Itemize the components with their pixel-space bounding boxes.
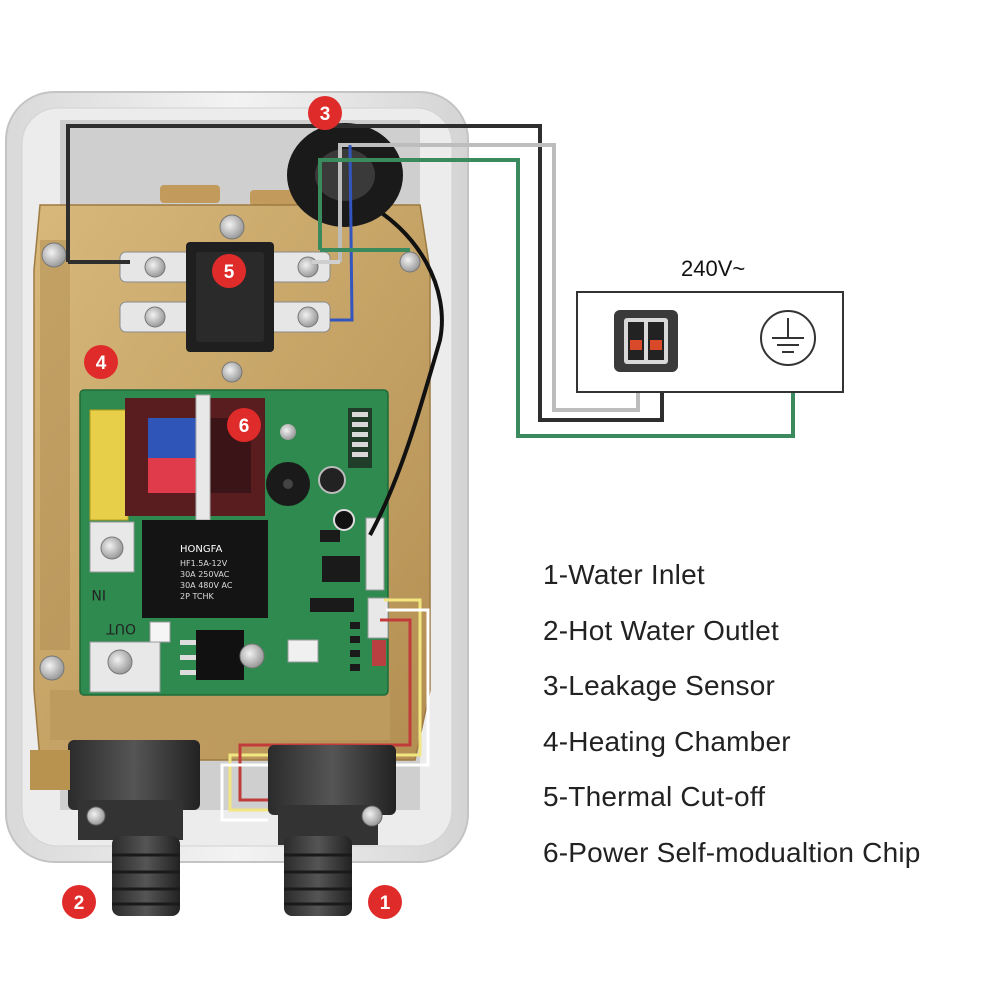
thermal-cutoff <box>119 214 331 383</box>
pcb-out-label: OUT <box>106 620 136 636</box>
supply-wires <box>66 124 795 438</box>
marker-2: 2 <box>62 885 96 919</box>
breaker-icon <box>614 310 678 372</box>
water-inlet-pipe <box>268 745 396 916</box>
hot-water-outlet-pipe <box>30 740 200 916</box>
relay-spec-4: 2P TCHK <box>180 592 214 601</box>
legend-item-hot-water-outlet: 2-Hot Water Outlet <box>543 614 779 646</box>
marker-1-label: 1 <box>380 893 391 914</box>
marker-6: 6 <box>227 408 261 442</box>
legend-item-power-chip: 6-Power Self-modualtion Chip <box>543 836 921 868</box>
marker-5-label: 5 <box>224 262 235 283</box>
marker-4-label: 4 <box>96 353 107 374</box>
legend-item-water-inlet: 1-Water Inlet <box>543 559 705 590</box>
relay-spec-3: 30A 480V AC <box>180 581 233 590</box>
marker-5: 5 <box>212 254 246 288</box>
ground-icon <box>760 310 816 366</box>
marker-3: 3 <box>308 96 342 130</box>
legend-item-thermal-cutoff: 5-Thermal Cut-off <box>543 781 766 812</box>
pcb-in-label: IN <box>91 586 106 602</box>
relay-brand: HONGFA <box>180 544 222 555</box>
component-legend: 1-Water Inlet 2-Hot Water Outlet 3-Leaka… <box>543 555 921 888</box>
case-screws <box>39 242 421 681</box>
marker-4: 4 <box>84 345 118 379</box>
legend-item-leakage-sensor: 3-Leakage Sensor <box>543 670 776 701</box>
relay-spec-1: HF1.5A-12V <box>180 559 228 568</box>
marker-3-label: 3 <box>320 104 331 125</box>
supply-voltage-label: 240V~ <box>681 256 746 281</box>
leakage-sensor <box>287 123 403 227</box>
marker-2-label: 2 <box>74 893 85 914</box>
marker-6-label: 6 <box>239 416 250 437</box>
control-pcb: HONGFA HF1.5A-12V 30A 250VAC 30A 480V AC… <box>79 389 389 696</box>
marker-1: 1 <box>368 885 402 919</box>
relay-spec-2: 30A 250VAC <box>180 570 230 579</box>
legend-item-heating-chamber: 4-Heating Chamber <box>543 725 791 757</box>
